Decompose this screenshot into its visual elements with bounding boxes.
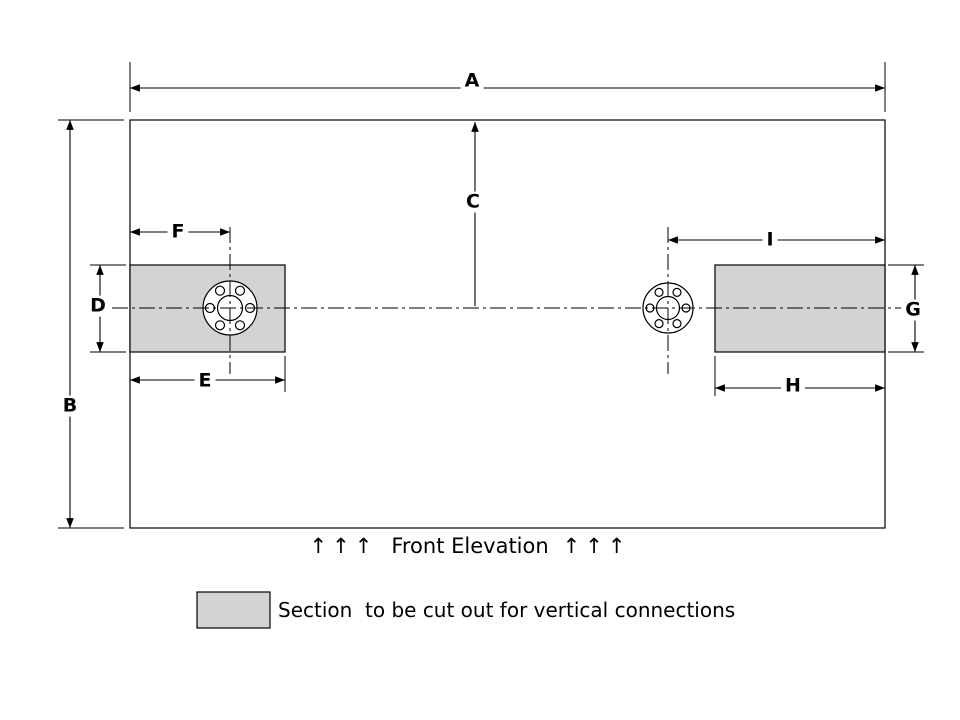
dim-B — [58, 119, 124, 529]
bolt-hole — [654, 319, 664, 329]
dim-A — [129, 62, 886, 112]
dim-label-i: I — [762, 229, 778, 251]
bolt-hole — [214, 320, 226, 331]
view-caption: ↑↑↑ Front Elevation ↑↑↑ — [310, 534, 631, 558]
bolt-hole — [672, 287, 682, 297]
up-arrows-icon: ↑↑↑ — [562, 534, 631, 558]
bolt-hole — [672, 319, 682, 329]
bolt-hole — [234, 320, 246, 331]
dim-label-e: E — [194, 370, 216, 392]
dim-label-d: D — [86, 295, 110, 317]
dim-label-f: F — [167, 221, 189, 243]
dim-label-b: B — [58, 395, 82, 417]
dim-label-a: A — [460, 70, 484, 92]
view-title: Front Elevation — [391, 534, 549, 558]
bolt-hole — [234, 285, 246, 296]
legend-swatch — [196, 591, 271, 629]
bolt-hole — [214, 285, 226, 296]
up-arrows-icon: ↑↑↑ — [309, 534, 378, 558]
bolt-hole — [654, 287, 664, 297]
dim-label-h: H — [781, 375, 805, 397]
dim-label-g: G — [901, 299, 925, 321]
legend-label: Section to be cut out for vertical conne… — [278, 598, 736, 622]
dim-label-c: C — [462, 191, 484, 213]
